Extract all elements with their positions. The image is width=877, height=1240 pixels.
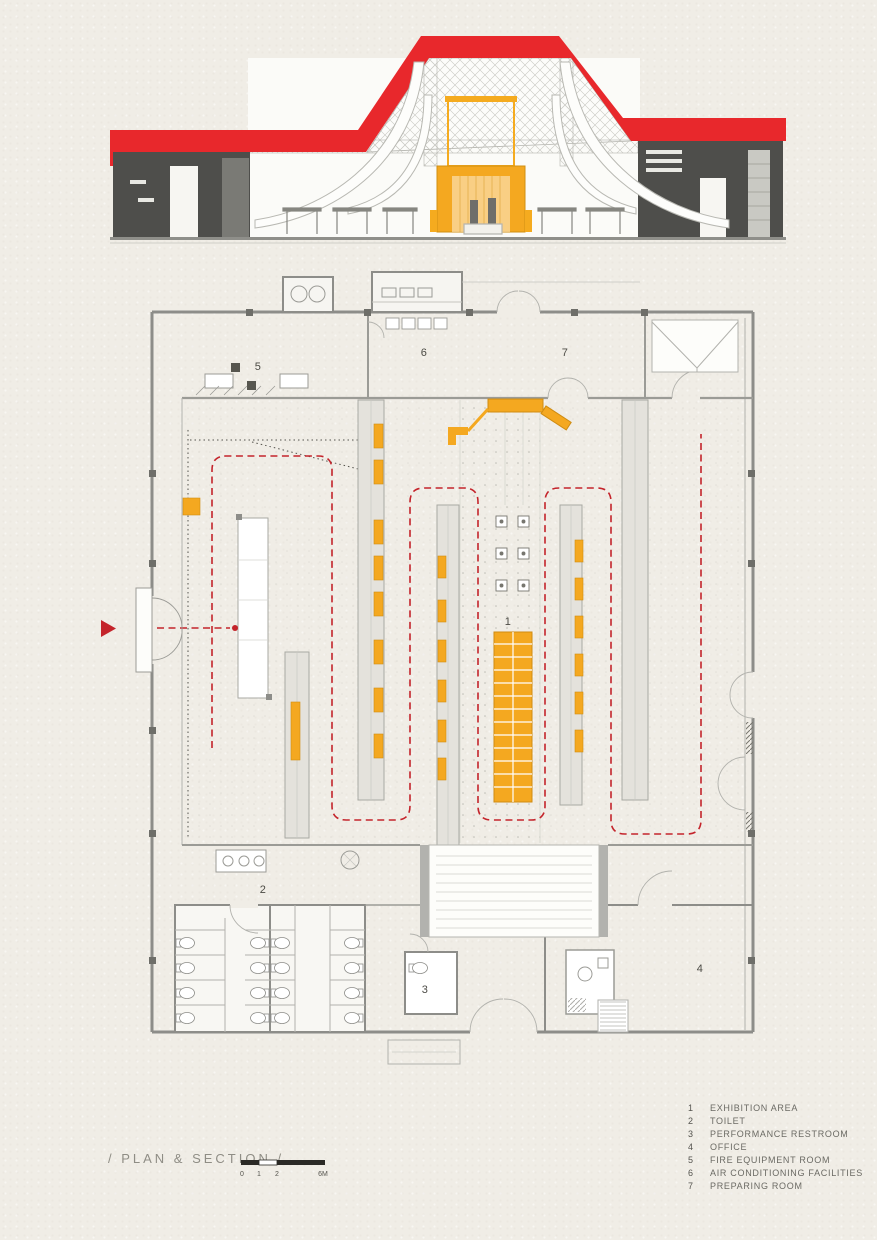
sink-counter (215, 849, 360, 873)
inner-top-doors (547, 369, 701, 399)
section-drawing (110, 36, 786, 244)
scale-bar: 0 1 2 6M (240, 1159, 328, 1178)
ahu-units (385, 317, 448, 330)
legend-item-number: 7 (688, 1181, 694, 1191)
legend-item-number: 1 (688, 1103, 694, 1113)
circulation-path (157, 434, 702, 835)
right-side-door (717, 756, 746, 811)
room-label-office: 4 (697, 963, 704, 975)
scale-tick: 2 (275, 1171, 279, 1178)
partition-door (367, 321, 385, 339)
red-roof-band (110, 36, 786, 152)
ac-equipment-box (282, 276, 334, 313)
funnel-equipment (651, 319, 739, 373)
wall-hatch (746, 812, 753, 832)
legend-item-number: 3 (688, 1129, 694, 1139)
legend-item-label: AIR CONDITIONING FACILITIES (710, 1168, 863, 1178)
legend-item-label: FIRE EQUIPMENT ROOM (710, 1155, 831, 1165)
floor-plan: 1 2 3 4 5 6 7 (101, 271, 755, 1065)
section-floor-line (110, 237, 786, 240)
legend-item-label: PERFORMANCE RESTROOM (710, 1129, 849, 1139)
sheet-title: / PLAN & SECTION / (108, 1151, 285, 1166)
white-display-block (236, 514, 272, 700)
central-exhibit-grid (493, 631, 533, 803)
title-block: / PLAN & SECTION / (108, 1150, 284, 1168)
column-pair-markers (495, 515, 530, 592)
top-vent-room (371, 271, 463, 313)
room-label-performance-restroom: 3 (422, 984, 429, 996)
plan-outer-walls (150, 310, 755, 1034)
top-double-door (496, 290, 541, 313)
room-label-toilet: 2 (260, 884, 267, 896)
scale-segment (277, 1160, 325, 1165)
suspended-exhibit (448, 398, 572, 445)
legend-item-number: 2 (688, 1116, 694, 1126)
right-exit-door (729, 671, 754, 719)
legend-item-label: OFFICE (710, 1142, 748, 1152)
scale-tick: 1 (257, 1171, 261, 1178)
main-entrance (135, 587, 183, 673)
stage-steps (365, 844, 608, 938)
performance-restroom (404, 933, 458, 1015)
scale-tick: 0 (240, 1171, 244, 1178)
wall-hatch (746, 722, 753, 754)
legend-item-label: TOILET (710, 1116, 746, 1126)
legend: 1 EXHIBITION AREA 2 TOILET 3 PERFORMANCE… (688, 1103, 863, 1191)
entrance-arrow (101, 620, 116, 637)
scale-segment (258, 1159, 278, 1166)
legend-item-number: 4 (688, 1142, 694, 1152)
office-area (544, 870, 753, 1033)
toilet-block (174, 903, 366, 1033)
legend-item-label: PREPARING ROOM (710, 1181, 803, 1191)
scale-tick: 6M (318, 1171, 328, 1178)
legend-item-label: EXHIBITION AREA (710, 1103, 799, 1113)
section-left-wall (113, 152, 250, 238)
exhibit-cases (182, 423, 584, 781)
section-tables (282, 207, 625, 235)
fabric-curtains (254, 61, 730, 229)
scale-segment (241, 1160, 259, 1165)
legend-item-number: 6 (688, 1168, 694, 1178)
structural-columns (149, 309, 755, 964)
fire-equipment-fixtures (195, 363, 309, 396)
room-label-fire-equipment: 5 (255, 361, 262, 373)
room-label-preparing-room: 7 (562, 347, 569, 359)
legend-item-number: 5 (688, 1155, 694, 1165)
section-stage (430, 96, 532, 233)
room-label-air-conditioning: 6 (421, 347, 428, 359)
room-label-exhibition-area: 1 (505, 616, 512, 628)
bottom-vestibule (387, 998, 538, 1065)
